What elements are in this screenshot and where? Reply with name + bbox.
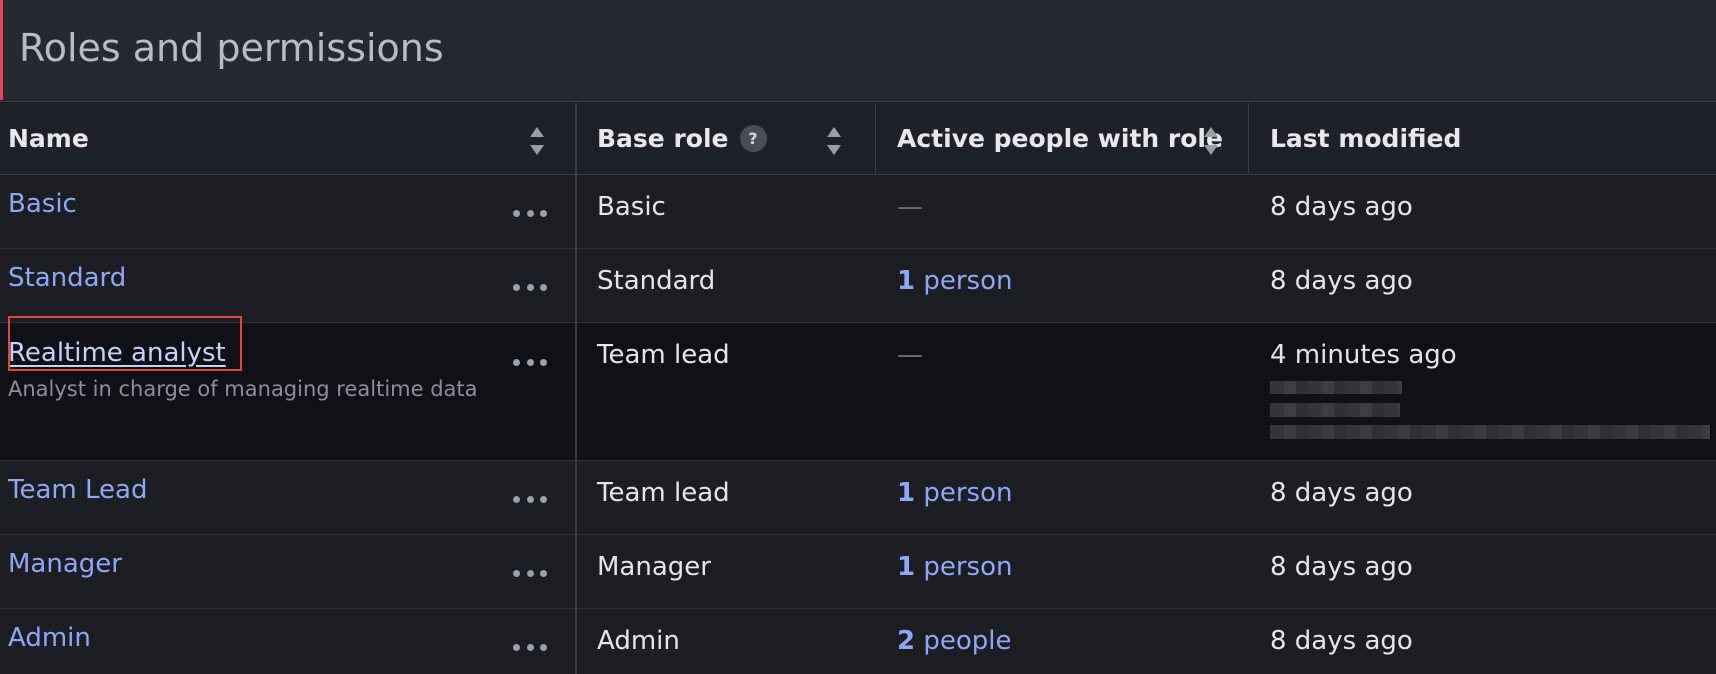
redacted-text: [1270, 403, 1400, 417]
more-options-icon[interactable]: [513, 282, 547, 292]
column-header-active-people[interactable]: Active people with role: [876, 103, 1248, 174]
people-unit: person: [923, 266, 1013, 296]
last-modified-value: 8 days ago: [1270, 266, 1413, 296]
role-name-link[interactable]: Realtime analyst: [8, 338, 226, 368]
active-people-link[interactable]: 1 person: [897, 552, 1012, 582]
active-people-empty: —: [897, 192, 923, 222]
more-options-icon[interactable]: [513, 208, 547, 218]
redacted-text: [1270, 381, 1402, 394]
base-role-value: Standard: [597, 266, 716, 296]
column-header-active-people-label: Active people with role: [897, 124, 1223, 153]
column-divider: [875, 103, 876, 175]
sort-arrows-icon[interactable]: [825, 125, 843, 157]
people-unit: person: [923, 552, 1013, 582]
table-row-selected: Realtime analyst Analyst in charge of ma…: [0, 323, 1716, 461]
page-header: Roles and permissions: [0, 0, 1716, 102]
column-header-last-modified-label: Last modified: [1270, 124, 1462, 153]
last-modified-value: 8 days ago: [1270, 192, 1413, 222]
base-role-value: Basic: [597, 192, 666, 222]
table-header: Name Base role ? Active people with role…: [0, 103, 1716, 175]
table-row: Team Lead Team lead 1 person 8 days ago: [0, 461, 1716, 535]
column-divider: [575, 103, 577, 674]
selection-highlight: [8, 316, 242, 371]
active-people-empty: —: [897, 340, 923, 370]
people-count: 2: [897, 626, 916, 656]
people-count: 1: [897, 478, 916, 508]
active-people-link[interactable]: 2 people: [897, 626, 1012, 656]
people-unit: person: [923, 478, 1013, 508]
table-row: Standard Standard 1 person 8 days ago: [0, 249, 1716, 323]
more-options-icon[interactable]: [513, 568, 547, 578]
sort-arrows-icon[interactable]: [1202, 125, 1220, 157]
role-name-link[interactable]: Manager: [8, 549, 122, 579]
role-name-link[interactable]: Basic: [8, 189, 77, 219]
last-modified-value: 8 days ago: [1270, 478, 1413, 508]
people-count: 1: [897, 266, 916, 296]
roles-table: Name Base role ? Active people with role…: [0, 103, 1716, 674]
column-header-name[interactable]: Name: [0, 103, 575, 174]
page-title: Roles and permissions: [19, 26, 444, 70]
column-header-base-role-label: Base role: [597, 124, 729, 153]
last-modified-value: 8 days ago: [1270, 552, 1413, 582]
more-options-icon[interactable]: [513, 642, 547, 652]
header-accent-bar: [0, 0, 3, 100]
help-icon[interactable]: ?: [739, 125, 767, 152]
people-unit: people: [923, 626, 1012, 656]
people-count: 1: [897, 552, 916, 582]
column-header-base-role[interactable]: Base role ?: [576, 103, 875, 174]
sort-arrows-icon[interactable]: [528, 125, 546, 157]
table-row: Admin Admin 2 people 8 days ago: [0, 609, 1716, 674]
redacted-text: [1270, 425, 1710, 439]
column-header-last-modified[interactable]: Last modified: [1249, 103, 1716, 174]
last-modified-value: 4 minutes ago: [1270, 340, 1457, 370]
table-row: Basic Basic — 8 days ago: [0, 175, 1716, 249]
base-role-value: Team lead: [597, 340, 730, 370]
column-header-name-label: Name: [8, 124, 89, 153]
more-options-icon[interactable]: [513, 494, 547, 504]
role-name-link[interactable]: Team Lead: [8, 475, 148, 505]
base-role-value: Admin: [597, 626, 680, 656]
role-description: Analyst in charge of managing realtime d…: [8, 377, 478, 401]
last-modified-value: 8 days ago: [1270, 626, 1413, 656]
column-divider: [1248, 103, 1249, 175]
role-name-link[interactable]: Admin: [8, 623, 91, 653]
base-role-value: Team lead: [597, 478, 730, 508]
role-name-link[interactable]: Standard: [8, 263, 127, 293]
table-row: Manager Manager 1 person 8 days ago: [0, 535, 1716, 609]
more-options-icon[interactable]: [513, 357, 547, 367]
active-people-link[interactable]: 1 person: [897, 266, 1012, 296]
base-role-value: Manager: [597, 552, 711, 582]
active-people-link[interactable]: 1 person: [897, 478, 1012, 508]
